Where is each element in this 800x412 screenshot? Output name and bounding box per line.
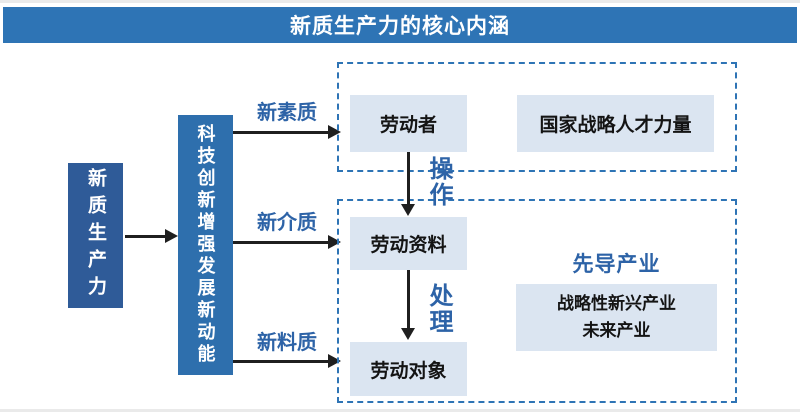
- flow-label-process-text: 处理: [425, 283, 452, 335]
- group-frame-worker: [337, 62, 737, 172]
- arrow-label-new-material: 新料质: [257, 332, 317, 354]
- arrow-label-new-quality: 新素质: [257, 102, 317, 124]
- strategic-industries-line1: 战略性新兴产业: [557, 294, 676, 314]
- node-tech-innovation-label: 科技创新增强发展新动能: [195, 124, 216, 366]
- arrow-process-head: [401, 328, 415, 340]
- arrow-process-line: [407, 270, 410, 330]
- arrow-left-to-mid-line: [125, 235, 167, 238]
- node-national-strategic-talent: 国家战略人才力量: [517, 95, 714, 152]
- bottom-edge-divider: [0, 409, 800, 412]
- arrow-new-material-line: [233, 360, 330, 363]
- node-labor-objects-label: 劳动对象: [370, 360, 447, 382]
- node-tech-innovation: 科技创新增强发展新动能: [178, 115, 233, 375]
- node-laborer-label: 劳动者: [379, 115, 437, 136]
- leading-industry-title: 先导产业: [572, 253, 661, 276]
- node-new-quality-productivity-label: 新质生产力: [85, 168, 106, 303]
- node-new-quality-productivity: 新质生产力: [68, 163, 123, 308]
- arrow-left-to-mid-head: [165, 229, 178, 243]
- node-labor-objects: 劳动对象: [350, 342, 467, 396]
- flow-label-operate-text: 操作: [425, 156, 452, 208]
- arrow-operate-line: [407, 152, 410, 206]
- flow-label-operate: 操作: [421, 156, 456, 215]
- node-laborer: 劳动者: [350, 95, 467, 152]
- arrow-new-quality-line: [233, 131, 330, 134]
- group-frame-production: [337, 199, 737, 403]
- top-edge-divider: [0, 0, 800, 3]
- arrow-new-medium-line: [233, 241, 330, 244]
- node-strategic-industries: 战略性新兴产业 未来产业: [516, 284, 717, 351]
- flow-label-process: 处理: [421, 283, 456, 342]
- node-labor-materials-label: 劳动资料: [370, 235, 447, 256]
- arrow-label-new-medium: 新介质: [257, 212, 317, 234]
- strategic-industries-line2: 未来产业: [582, 320, 651, 340]
- node-national-strategic-talent-label: 国家战略人才力量: [539, 115, 692, 136]
- node-labor-materials: 劳动资料: [350, 217, 467, 270]
- diagram-title: 新质生产力的核心内涵: [3, 7, 797, 43]
- arrow-operate-head: [401, 204, 415, 216]
